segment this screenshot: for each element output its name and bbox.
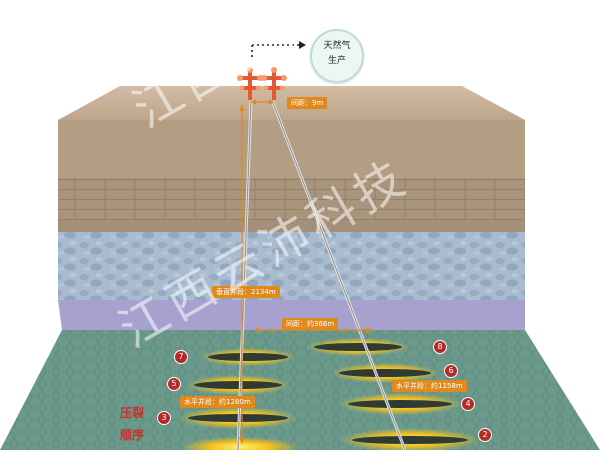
fracture-number-2: 2	[478, 428, 492, 442]
wellbores	[236, 99, 407, 450]
horizontal-section-label-left: 水平井段：约1280m	[180, 396, 255, 408]
spacing-label-top: 间距：9m	[287, 97, 328, 109]
fracture-zones	[178, 338, 480, 450]
horizontal-section-label-right: 水平井段：约1158m	[392, 380, 467, 392]
arrow-icon	[251, 41, 306, 60]
gas-production-bubble: 天然气 生产	[310, 29, 364, 83]
spacing-label-mid: 间距：约366m	[282, 318, 339, 330]
vertical-dimension-arrow	[239, 104, 245, 444]
fracture-sequence-label-2: 顺序	[120, 428, 145, 442]
bubble-line-1: 天然气	[323, 41, 351, 51]
fracture-sequence-label-1: 压裂	[120, 406, 145, 420]
bubble-line-2: 生产	[327, 56, 346, 66]
vertical-section-label: 垂直井段：2134m	[212, 286, 280, 298]
fracture-number-7: 7	[174, 350, 188, 364]
wellhead-icon	[237, 67, 287, 100]
fracture-number-6: 6	[444, 364, 458, 378]
fracture-number-5: 5	[167, 377, 181, 391]
rock-layer-transition	[58, 220, 525, 232]
fracture-number-8: 8	[433, 340, 447, 354]
rock-layer-brick	[58, 178, 525, 220]
shale-layer	[0, 330, 600, 450]
spacing-arrow-mid	[254, 327, 372, 333]
fracture-number-4: 4	[461, 397, 475, 411]
rock-layer-pebble	[58, 232, 525, 300]
rock-layer-purple	[58, 300, 525, 330]
fracture-number-3: 3	[157, 411, 171, 425]
spacing-arrow-top	[251, 99, 274, 105]
